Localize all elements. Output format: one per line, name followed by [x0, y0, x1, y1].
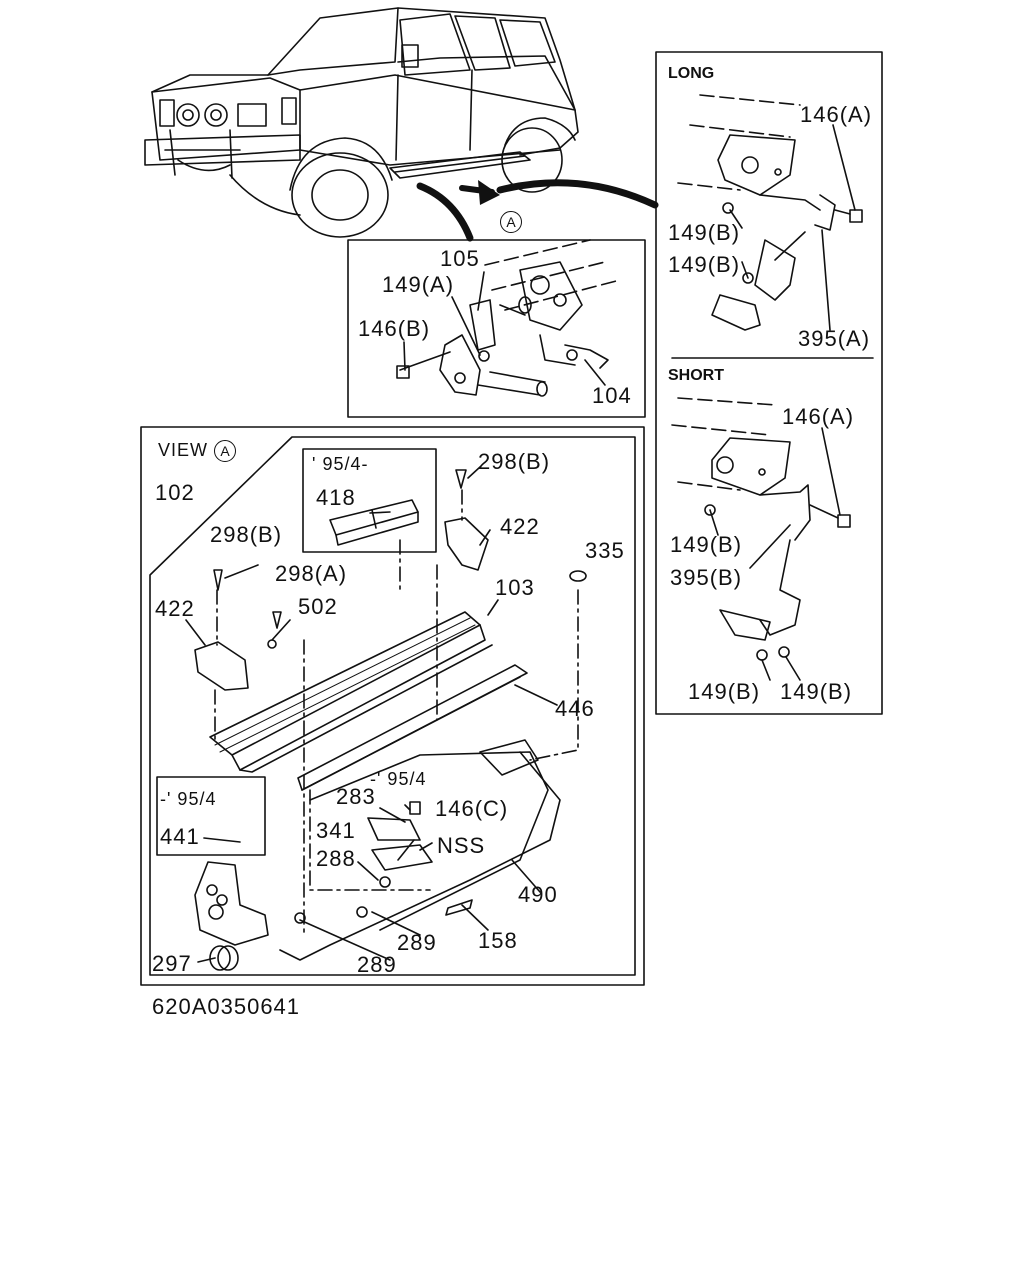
inset-note-mid: -' 95/4: [370, 769, 427, 789]
part-label: 395(B): [670, 565, 743, 590]
short-panel-title: SHORT: [668, 367, 724, 384]
inset-note-top: ' 95/4-: [312, 454, 369, 474]
view-marker-circle: A: [500, 211, 522, 234]
part-label: 422: [500, 514, 540, 539]
short-panel: [671, 397, 851, 681]
part-label: 146(B): [358, 316, 431, 341]
long-panel: [655, 51, 883, 715]
part-label: 104: [592, 383, 632, 408]
part-label: NSS: [437, 833, 486, 858]
detail-panel: [347, 239, 646, 418]
part-label: 288: [316, 846, 356, 871]
part-label: 490: [518, 882, 558, 907]
part-label: 395(A): [798, 326, 871, 351]
part-label: 298(A): [275, 561, 348, 586]
long-panel-title: LONG: [668, 65, 715, 82]
figure-reference: 620A0350641: [152, 994, 301, 1019]
part-label: 149(B): [780, 679, 853, 704]
part-label: 149(B): [688, 679, 761, 704]
part-label: 422: [155, 596, 195, 621]
view-marker: A: [500, 210, 522, 234]
part-label: 502: [298, 594, 338, 619]
part-label: 105: [440, 246, 480, 271]
part-label: 289: [397, 930, 437, 955]
part-label: 149(B): [668, 252, 741, 277]
part-label: 149(B): [670, 532, 743, 557]
view-label: VIEW: [158, 439, 209, 460]
part-label: 298(B): [210, 522, 283, 547]
view-label-marker: A: [214, 440, 237, 462]
part-label: 446: [555, 696, 595, 721]
part-label: 289: [357, 952, 397, 977]
part-label: 149(A): [382, 272, 455, 297]
part-label: 335: [585, 538, 625, 563]
part-label: 298(B): [478, 449, 551, 474]
part-label: 283: [336, 784, 376, 809]
part-label: 103: [495, 575, 535, 600]
part-label: 146(A): [782, 404, 855, 429]
part-label: 149(B): [668, 220, 741, 245]
part-label: 146(C): [435, 796, 509, 821]
view-panel: [140, 426, 645, 986]
view-panel-title: VIEW A: [158, 439, 237, 462]
part-label: 158: [478, 928, 518, 953]
part-label: 418: [316, 485, 356, 510]
inset-note-left: -' 95/4: [160, 789, 217, 809]
part-label: 102: [155, 480, 195, 505]
part-label: 341: [316, 818, 356, 843]
part-label: 441: [160, 824, 200, 849]
part-label: 297: [152, 951, 192, 976]
vehicle-illustration: [144, 7, 579, 238]
part-label: 146(A): [800, 102, 873, 127]
